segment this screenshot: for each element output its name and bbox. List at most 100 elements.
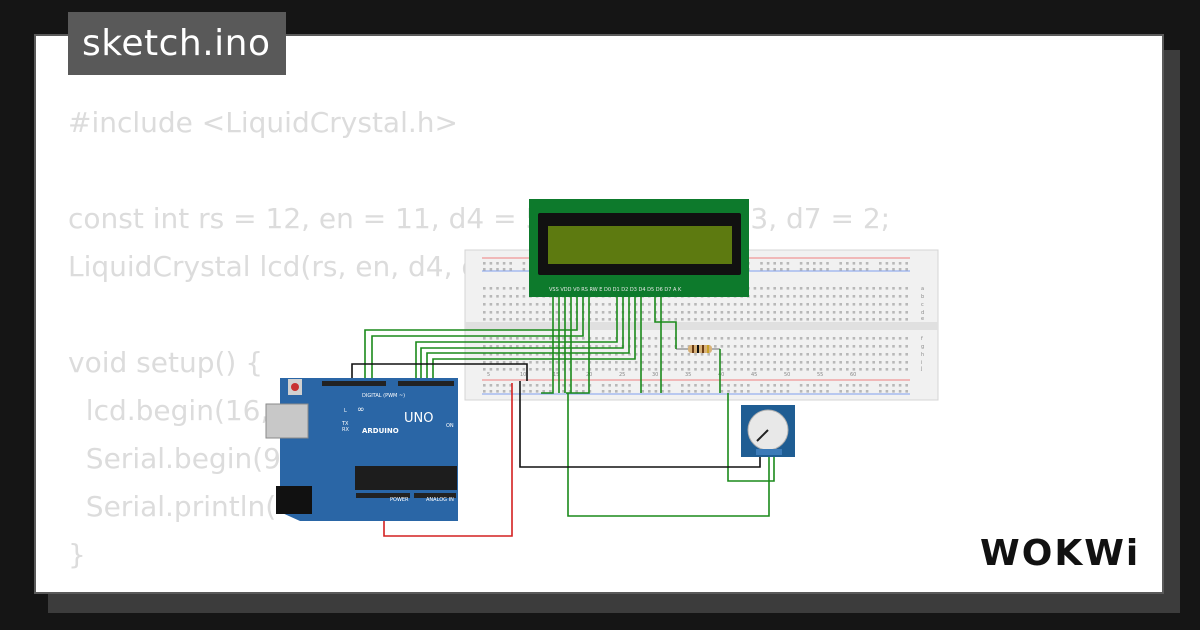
- breadboard-hole: [747, 390, 750, 393]
- breadboard-hole: [707, 318, 710, 321]
- breadboard-hole: [819, 295, 823, 298]
- breadboard-hole: [892, 311, 895, 314]
- column-number: 5: [487, 372, 490, 378]
- breadboard-hole: [879, 368, 882, 371]
- breadboard-hole: [648, 390, 651, 393]
- breadboard-hole: [714, 318, 717, 321]
- breadboard-hole: [562, 361, 565, 364]
- breadboard-hole: [885, 353, 889, 356]
- breadboard-hole: [700, 311, 704, 314]
- breadboard-hole: [747, 345, 750, 348]
- breadboard-hole: [687, 390, 691, 393]
- breadboard-hole: [793, 303, 796, 306]
- breadboard-hole: [654, 353, 658, 356]
- row-letter: a: [921, 286, 924, 292]
- breadboard-hole: [885, 337, 889, 340]
- header-digital-high: [322, 381, 386, 386]
- breadboard-hole: [740, 345, 743, 348]
- breadboard-hole: [502, 353, 506, 356]
- breadboard-hole: [621, 384, 625, 387]
- breadboard-hole: [786, 262, 790, 265]
- breadboard-hole: [905, 318, 908, 321]
- breadboard-hole: [654, 318, 658, 321]
- breadboard-hole: [813, 353, 816, 356]
- row-letter: c: [921, 302, 924, 308]
- breadboard-hole: [826, 287, 829, 290]
- breadboard-hole: [793, 295, 796, 298]
- lcd-display[interactable]: VSS VDD V0 RS RW E D0 D1 D2 D3 D4 D5 D6 …: [529, 199, 749, 297]
- breadboard-hole: [509, 311, 512, 314]
- breadboard-hole: [601, 337, 605, 340]
- resistor[interactable]: [676, 345, 720, 353]
- breadboard-hole: [859, 353, 862, 356]
- breadboard-hole: [648, 368, 651, 371]
- breadboard-hole: [694, 353, 697, 356]
- breadboard-hole: [522, 303, 526, 306]
- breadboard-hole: [852, 318, 856, 321]
- breadboard-hole: [489, 268, 493, 271]
- breadboard-hole: [588, 303, 592, 306]
- breadboard-hole: [806, 337, 809, 340]
- header-analog: [414, 493, 456, 498]
- breadboard-hole: [529, 384, 532, 387]
- breadboard-hole: [839, 295, 842, 298]
- breadboard-hole: [799, 268, 803, 271]
- breadboard-hole: [905, 337, 908, 340]
- breadboard-hole: [859, 295, 862, 298]
- breadboard-hole: [806, 353, 809, 356]
- breadboard-hole: [905, 368, 908, 371]
- breadboard-hole: [661, 311, 664, 314]
- breadboard-hole: [806, 390, 809, 393]
- row-letter: j: [920, 366, 922, 372]
- breadboard-hole: [865, 287, 869, 290]
- potentiometer[interactable]: [741, 405, 795, 457]
- breadboard-hole: [608, 368, 611, 371]
- column-number: 30: [652, 372, 658, 378]
- breadboard-hole: [747, 361, 750, 364]
- breadboard-hole: [720, 361, 724, 364]
- breadboard-hole: [516, 361, 519, 364]
- breadboard-hole: [535, 368, 539, 371]
- column-number: 25: [619, 372, 625, 378]
- breadboard-hole: [575, 361, 578, 364]
- breadboard-hole: [588, 353, 592, 356]
- breadboard-hole: [542, 311, 545, 314]
- breadboard-hole: [634, 337, 638, 340]
- breadboard-hole: [852, 337, 856, 340]
- breadboard-hole: [879, 353, 882, 356]
- breadboard-hole: [588, 337, 592, 340]
- breadboard-hole: [535, 361, 539, 364]
- breadboard-hole: [786, 345, 790, 348]
- file-tab[interactable]: sketch.ino: [68, 12, 286, 75]
- breadboard-hole: [865, 353, 869, 356]
- breadboard-hole: [694, 368, 697, 371]
- breadboard-hole: [780, 295, 783, 298]
- reset-button[interactable]: [291, 383, 299, 391]
- breadboard-hole: [489, 303, 493, 306]
- breadboard-hole: [898, 311, 902, 314]
- breadboard-hole: [839, 337, 842, 340]
- breadboard-hole: [700, 361, 704, 364]
- breadboard-hole: [799, 368, 803, 371]
- row-letter: g: [921, 344, 924, 350]
- breadboard-hole: [839, 368, 842, 371]
- breadboard-hole: [654, 368, 658, 371]
- breadboard-hole: [720, 368, 724, 371]
- breadboard-hole: [516, 287, 519, 290]
- breadboard-hole: [832, 361, 836, 364]
- breadboard-hole: [766, 384, 770, 387]
- breadboard-hole: [826, 295, 829, 298]
- breadboard-hole: [879, 318, 882, 321]
- breadboard-hole: [588, 361, 592, 364]
- breadboard-hole: [760, 295, 763, 298]
- code-line: }: [68, 538, 86, 571]
- breadboard-hole: [760, 368, 763, 371]
- arduino-uno-board[interactable]: DIGITAL (PWM ~) ∞ UNO ARDUINO ON L TX RX…: [265, 378, 458, 521]
- breadboard-hole: [601, 318, 605, 321]
- breadboard-hole: [496, 268, 499, 271]
- on-label: ON: [446, 423, 454, 429]
- breadboard-hole: [832, 368, 836, 371]
- breadboard-hole: [628, 390, 631, 393]
- breadboard-hole: [621, 353, 625, 356]
- breadboard-hole: [846, 287, 849, 290]
